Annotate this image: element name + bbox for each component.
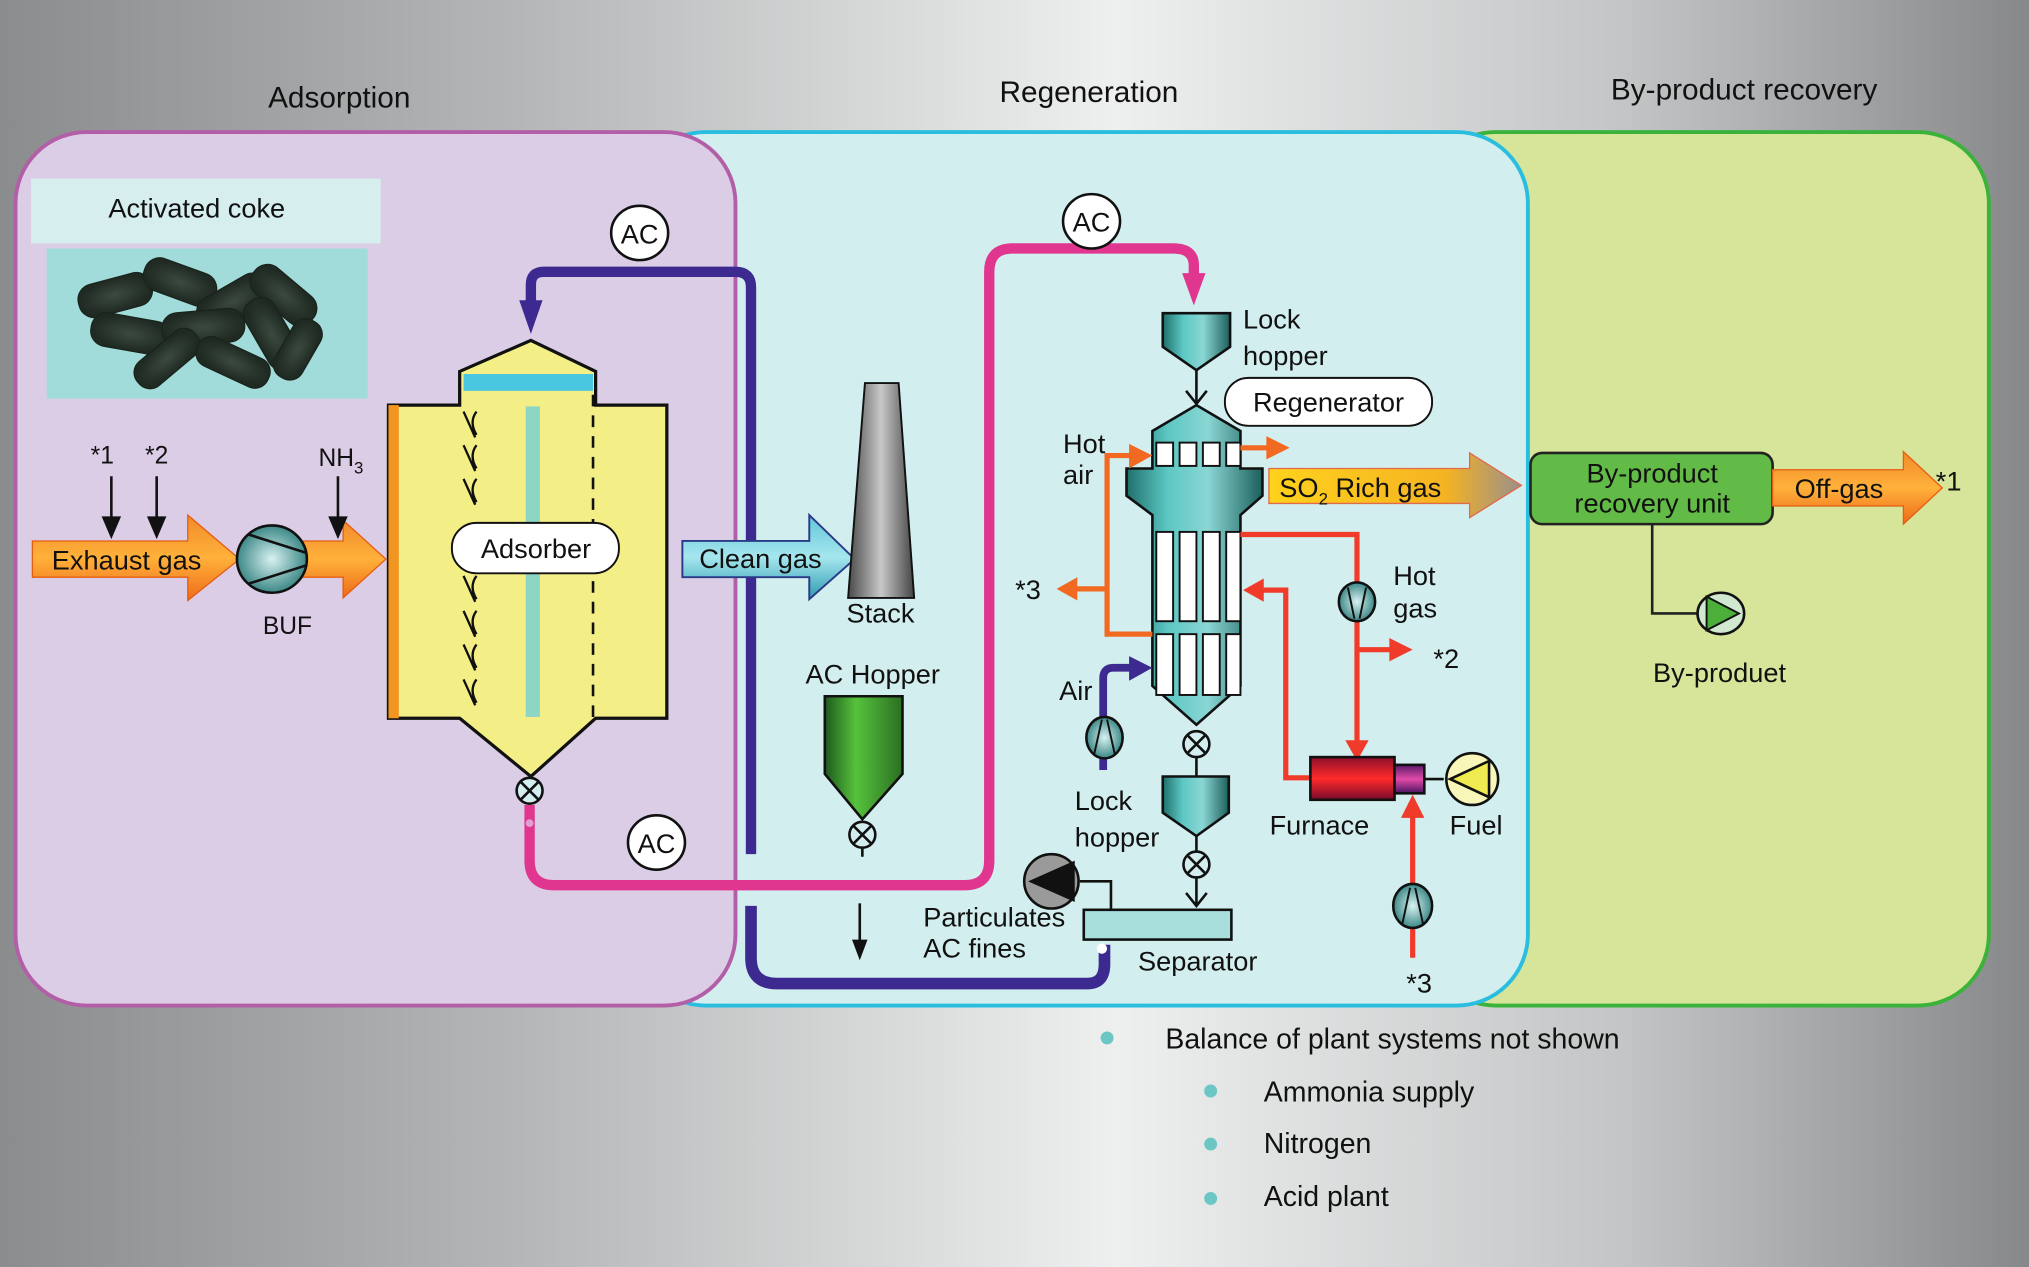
furnace-label: Furnace <box>1270 810 1370 841</box>
hot-air-label-1: Hot <box>1063 428 1106 459</box>
hot-gas-label-2: gas <box>1393 592 1437 623</box>
lock-hopper-bottom-icon <box>1161 775 1231 838</box>
burner-icon <box>1393 763 1426 795</box>
lock-hopper-top-icon <box>1161 311 1232 372</box>
clean-gas-label: Clean gas <box>699 543 821 574</box>
notes-item: Nitrogen <box>1264 1128 1372 1160</box>
bullet-icon <box>1204 1191 1218 1205</box>
hot-air-line <box>1072 445 1269 637</box>
svg-text:recovery unit: recovery unit <box>1574 488 1730 519</box>
hot-gas-label-1: Hot <box>1393 560 1436 591</box>
input-2-label: *2 <box>145 442 168 469</box>
hot-air-arrowheads <box>1056 436 1290 601</box>
hot-gas-arrowheads <box>1243 578 1425 818</box>
ac-badge-top-right: AC <box>1061 192 1122 250</box>
notes-item: Ammonia supply <box>1264 1076 1475 1108</box>
bullet-icon <box>1204 1137 1218 1151</box>
notes-list: Balance of plant systems not shown Ammon… <box>1100 1023 1620 1213</box>
byproduct-pump-icon <box>1650 524 1746 636</box>
stack-label: Stack <box>846 598 914 629</box>
exhaust-gas-arrow: Exhaust gas <box>31 513 241 602</box>
star1-label: *1 <box>1936 465 1962 496</box>
separator-label: Separator <box>1138 946 1257 977</box>
notes-heading: Balance of plant systems not shown <box>1165 1023 1619 1055</box>
exhaust-gas-label: Exhaust gas <box>52 544 202 575</box>
regenerator-column <box>1125 403 1264 727</box>
air-fan-icon <box>1085 715 1124 760</box>
adsorber-rotary-valve-icon <box>515 776 544 805</box>
adsorber-label: Adsorber <box>450 521 620 575</box>
section-title-regeneration: Regeneration <box>1000 76 1179 109</box>
so2-rich-gas-label: SO2 Rich gas <box>1279 472 1441 509</box>
combustion-air-fan-icon <box>1391 882 1434 930</box>
svg-text:AC: AC <box>621 218 659 249</box>
star3-bottom-label: *3 <box>1406 968 1432 999</box>
stack-icon <box>847 382 916 599</box>
so2-rich-gas-arrow: SO2 Rich gas <box>1268 451 1523 519</box>
byproduct-recovery-unit: By-product recovery unit <box>1529 451 1774 526</box>
svg-text:AC: AC <box>638 828 676 859</box>
lock-hopper-bottom-valve-icon <box>1182 836 1211 908</box>
lock-hopper-bottom-label-1: Lock <box>1075 785 1133 816</box>
svg-text:By-product: By-product <box>1586 458 1718 489</box>
buf-outlet-arrow <box>297 518 387 600</box>
ac-line-dot <box>525 819 534 827</box>
buf-fan-icon <box>235 524 309 595</box>
regenerator-valve-icon <box>1182 729 1211 777</box>
buf-label: BUF <box>263 613 312 640</box>
hot-gas-line <box>1240 531 1416 958</box>
input-arrows <box>101 476 348 540</box>
hot-gas-fan-icon <box>1337 581 1377 623</box>
input-1-label: *1 <box>91 442 114 469</box>
ac-badge-top-left: AC <box>609 204 670 262</box>
fuel-pump-icon <box>1424 751 1500 807</box>
bullet-icon <box>1100 1031 1114 1045</box>
fuel-label: Fuel <box>1450 810 1503 841</box>
ac-return-line-bottom <box>745 905 1111 990</box>
notes-item: Acid plant <box>1264 1181 1389 1213</box>
svg-text:Regenerator: Regenerator <box>1253 387 1404 418</box>
hot-air-label-2: air <box>1063 459 1093 490</box>
nh3-label: NH3 <box>319 445 364 478</box>
lock-hopper-top-label-2: hopper <box>1243 340 1328 371</box>
ac-hopper-valve-icon <box>848 820 877 857</box>
activated-coke-photo <box>46 248 368 399</box>
off-gas-arrow: Off-gas <box>1771 450 1944 526</box>
ac-hopper-label: AC Hopper <box>805 658 939 689</box>
regenerator-label: Regenerator <box>1223 376 1434 427</box>
section-title-byproduct: By-product recovery <box>1611 74 1878 107</box>
ac-fines-label: AC fines <box>923 933 1026 964</box>
star3-left-label: *3 <box>1015 574 1041 605</box>
activated-coke-label: Activated coke <box>108 192 285 223</box>
ac-return-arrowhead <box>519 300 543 334</box>
air-label: Air <box>1059 675 1092 706</box>
separator-icon <box>1082 908 1233 941</box>
svg-text:Adsorber: Adsorber <box>481 533 591 564</box>
separator-outlet-dot <box>1096 943 1108 954</box>
svg-text:AC: AC <box>1073 207 1111 238</box>
bullet-icon <box>1204 1084 1218 1098</box>
air-line <box>1099 656 1153 771</box>
furnace-icon <box>1309 755 1396 802</box>
ac-badge-bottom: AC <box>626 814 687 871</box>
ac-transfer-line <box>524 243 1200 891</box>
off-gas-label: Off-gas <box>1795 473 1884 504</box>
lock-hopper-bottom-label-2: hopper <box>1075 821 1160 852</box>
ac-return-line-top <box>525 266 757 855</box>
particulates-arrow <box>851 903 868 961</box>
clean-gas-arrow: Clean gas <box>681 512 857 602</box>
separator-fan-icon <box>1022 852 1113 910</box>
activated-coke-label-box <box>31 178 381 244</box>
byproduct-output-label: By-produet <box>1653 657 1786 688</box>
lock-hopper-top-label-1: Lock <box>1243 304 1301 335</box>
ac-transfer-arrowhead <box>1182 273 1206 306</box>
section-title-adsorption: Adsorption <box>268 81 410 114</box>
ac-hopper-icon <box>823 694 904 822</box>
star2-label: *2 <box>1433 643 1459 674</box>
